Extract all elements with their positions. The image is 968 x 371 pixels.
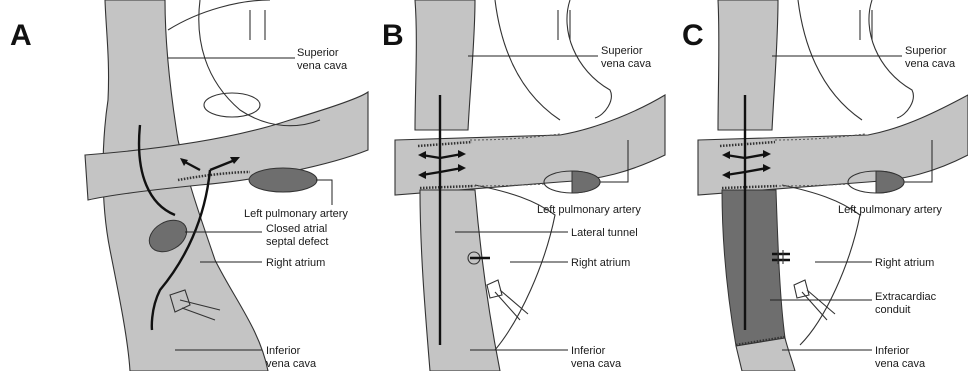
label-ra-c: Right atrium [875, 257, 934, 269]
label-ivc-c-1: Inferior [875, 345, 910, 357]
extracardiac-conduit-c [722, 190, 785, 346]
aortic-valve-oval [204, 93, 260, 117]
label-ivc-b-2: vena cava [571, 358, 622, 370]
label-ivc-a-1: Inferior [266, 345, 301, 357]
label-svc-c-1: Superior [905, 45, 947, 57]
label-asd-a-2: septal defect [266, 236, 328, 248]
label-lpa-a: Left pulmonary artery [244, 208, 348, 220]
label-svc-b-2: vena cava [601, 58, 652, 70]
label-asd-a-1: Closed atrial [266, 223, 327, 235]
panel-b: B Superior vena cava Left pulmonary arte… [382, 0, 665, 371]
label-svc-b-1: Superior [601, 45, 643, 57]
label-ra-b: Right atrium [571, 257, 630, 269]
svc-c [718, 0, 778, 130]
label-svc-a-2: vena cava [297, 60, 348, 72]
leader-lpa-a [316, 180, 332, 205]
panel-letter-c: C [682, 19, 704, 52]
label-ivc-a-2: vena cava [266, 358, 317, 370]
label-svc-a-1: Superior [297, 47, 339, 59]
label-ec-c-2: conduit [875, 304, 910, 316]
panel-letter-a: A [10, 19, 32, 52]
panel-letter-b: B [382, 19, 404, 52]
label-lpa-c: Left pulmonary artery [838, 204, 942, 216]
valve-sketch-b [487, 280, 528, 320]
upper-outline [168, 0, 270, 30]
label-lpa-b: Left pulmonary artery [537, 204, 641, 216]
label-ivc-c-2: vena cava [875, 358, 926, 370]
lpa-oval [249, 168, 317, 192]
panel-a: A Superior vena cava Left pulmonary arte… [10, 0, 368, 371]
label-lt-b: Lateral tunnel [571, 227, 638, 239]
upper-outline-b [495, 0, 560, 120]
panel-c: C Superior vena cava Left pulmonary arte… [682, 0, 968, 371]
label-svc-c-2: vena cava [905, 58, 956, 70]
label-ra-a: Right atrium [266, 257, 325, 269]
upper-outline-c [798, 0, 862, 120]
svc-b [415, 0, 475, 130]
lateral-tunnel-b [420, 190, 500, 371]
label-ec-c-1: Extracardiac [875, 291, 937, 303]
label-ivc-b-1: Inferior [571, 345, 606, 357]
